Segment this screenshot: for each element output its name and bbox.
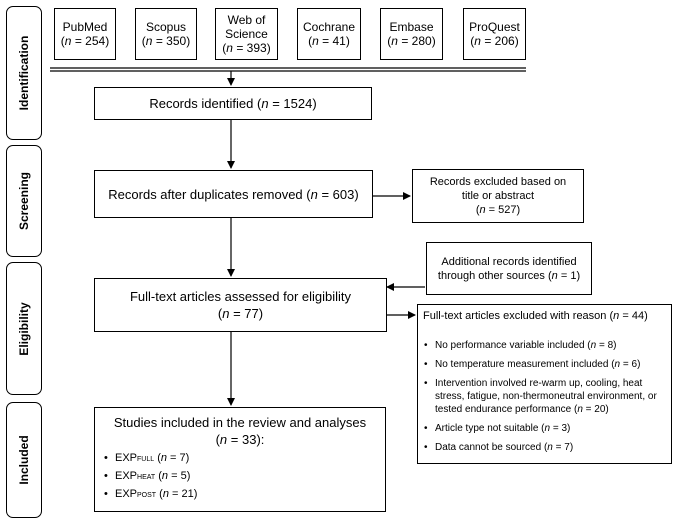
source-box-web-of-science: Web of Science (n = 393) — [215, 8, 278, 60]
source-box-scopus: Scopus (n = 350) — [135, 8, 197, 60]
records-excluded-title-box: Records excluded based on title or abstr… — [412, 169, 584, 223]
included-groups-list: EXPFULL (n = 7) EXPHEAT (n = 5) EXPPOST … — [103, 450, 377, 504]
stage-screening: Screening — [6, 145, 42, 257]
exclusion-reasons-list: No performance variable included (n = 8)… — [423, 339, 666, 454]
stage-eligibility: Eligibility — [6, 262, 42, 395]
list-item: EXPFULL (n = 7) — [103, 450, 377, 468]
list-item: No temperature measurement included (n =… — [423, 358, 666, 371]
records-identified-box: Records identified (n = 1524) — [94, 87, 372, 120]
list-item: EXPPOST (n = 21) — [103, 486, 377, 504]
additional-records-box: Additional records identified through ot… — [426, 242, 592, 295]
list-item: EXPHEAT (n = 5) — [103, 468, 377, 486]
list-item: Intervention involved re-warm up, coolin… — [423, 377, 666, 416]
source-box-proquest: ProQuest (n = 206) — [463, 8, 526, 60]
list-item: Data cannot be sourced (n = 7) — [423, 441, 666, 454]
list-item: No performance variable included (n = 8) — [423, 339, 666, 352]
fulltext-excluded-box: Full-text articles excluded with reason … — [417, 304, 672, 464]
fulltext-assessed-box: Full-text articles assessed for eligibil… — [94, 278, 387, 332]
source-box-embase: Embase (n = 280) — [380, 8, 443, 60]
source-box-cochrane: Cochrane (n = 41) — [297, 8, 361, 60]
records-after-duplicates-box: Records after duplicates removed (n = 60… — [94, 170, 373, 218]
studies-included-box: Studies included in the review and analy… — [94, 407, 386, 512]
list-item: Article type not suitable (n = 3) — [423, 422, 666, 435]
source-box-pubmed: PubMed (n = 254) — [54, 8, 116, 60]
stage-identification: Identification — [6, 6, 42, 140]
stage-included: Included — [6, 402, 42, 518]
